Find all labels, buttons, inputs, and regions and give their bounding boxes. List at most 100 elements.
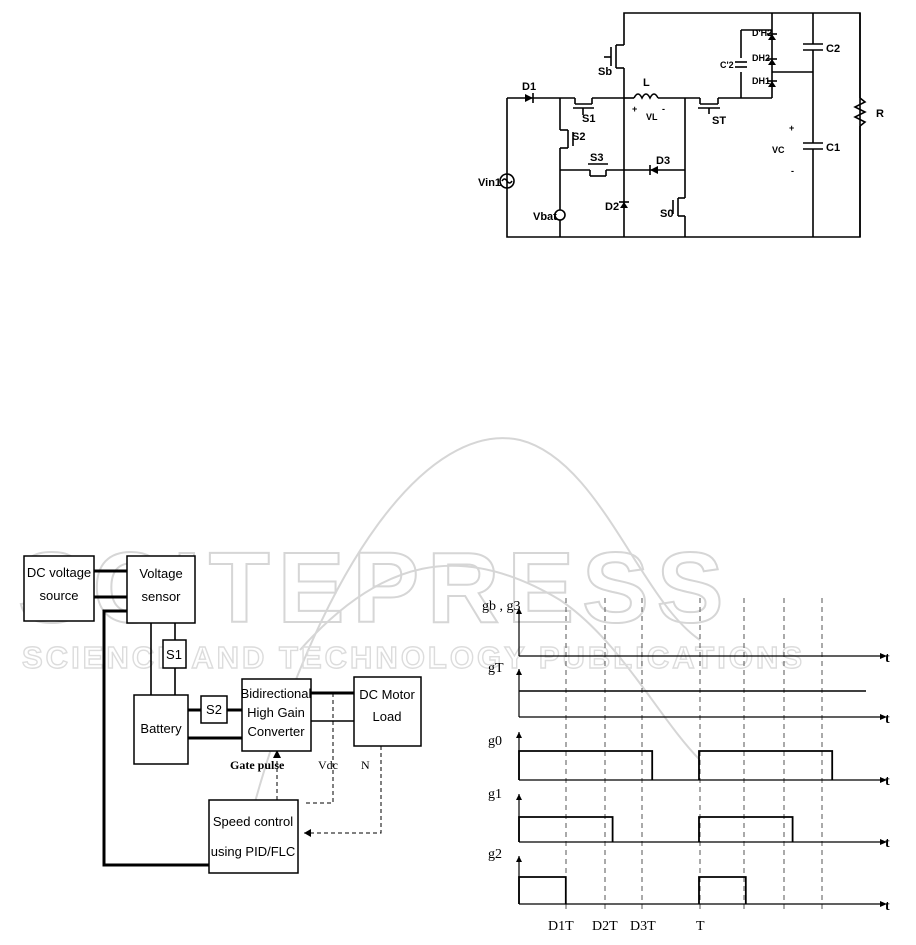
time-arrow-1 [880, 714, 887, 720]
diode-d3 [650, 166, 658, 174]
switch-sb [604, 44, 624, 69]
label-vin1: Vin1 [478, 177, 501, 189]
vdc-label: Vdc [318, 758, 338, 772]
label-c2p: C'2 [720, 60, 734, 70]
label-vc-minus: - [791, 166, 794, 176]
diode-dh1 [768, 81, 776, 87]
switch-s0 [672, 197, 685, 217]
switch-s2-block [200, 695, 228, 724]
signal-label-gt: gT [488, 661, 504, 676]
dc-source-line1: DC voltage [27, 565, 91, 580]
dc-voltage-source-block [23, 555, 95, 622]
label-st: ST [712, 115, 726, 127]
label-s3: S3 [590, 152, 603, 164]
gate-pulse-label: Gate pulse [230, 758, 285, 772]
watermark-subtitle: SCIENCE AND TECHNOLOGY PUBLICATIONS [22, 640, 805, 675]
switch-s3 [588, 163, 608, 177]
resistor-r [853, 97, 867, 127]
tick-d1t: D1T [548, 919, 574, 934]
voltage-sensor-block [126, 555, 196, 624]
switch-s1-label: S1 [166, 647, 182, 662]
source-vin1 [499, 173, 515, 189]
label-sb: Sb [598, 66, 612, 78]
timing-waveforms [518, 690, 866, 904]
converter-line1: Bidirectional [241, 686, 312, 701]
pulse-2-1 [698, 750, 834, 780]
label-vl-plus: + [632, 104, 637, 114]
axis-t-3: t [885, 774, 890, 789]
time-arrow-0 [880, 653, 887, 659]
label-s2: S2 [572, 131, 585, 143]
switch-s2 [560, 129, 574, 149]
label-s1: S1 [582, 113, 595, 125]
pulse-2-0 [518, 750, 654, 780]
motor-line1: DC Motor [359, 687, 415, 702]
tick-t: T [696, 919, 705, 934]
timing-diagram: gb , g3 gT g0 g1 g2 t t t t t D1T D2T D3… [482, 598, 890, 934]
label-vc-plus: + [789, 123, 794, 133]
speed-control-block [208, 799, 299, 874]
speed-n-label: N [361, 758, 370, 772]
battery-label: Battery [140, 721, 182, 736]
time-arrow-3 [880, 839, 887, 845]
switch-s1-block [162, 639, 187, 669]
label-c1: C1 [826, 142, 840, 154]
pulse-4-1 [698, 876, 747, 904]
dc-source-line2: source [39, 588, 78, 603]
voltage-sensor-line1: Voltage [139, 566, 182, 581]
pulse-3-1 [698, 816, 794, 842]
label-d1: D1 [522, 81, 536, 93]
axis-t-5: t [885, 899, 890, 914]
switch-st [698, 98, 720, 114]
inductor-l [633, 93, 659, 100]
label-vc: VC [772, 145, 785, 155]
speed-control-line2: using PID/FLC [211, 844, 296, 859]
diode-dh2p [768, 34, 776, 40]
converter-block [241, 678, 312, 752]
time-arrow-2 [880, 777, 887, 783]
label-s0: S0 [660, 208, 673, 220]
signal-arrow-3 [516, 794, 522, 800]
label-dh2p: D'H2 [752, 28, 772, 38]
speed-control-line1: Speed control [213, 814, 293, 829]
motor-line2: Load [373, 709, 402, 724]
signal-arrow-0 [516, 608, 522, 614]
tick-d3t: D3T [630, 919, 656, 934]
switch-s2-label: S2 [206, 702, 222, 717]
signal-arrow-1 [516, 669, 522, 675]
signal-label-g1: g1 [488, 787, 502, 802]
watermark-title: SCITEPRESS [18, 532, 732, 644]
diode-d2 [620, 202, 628, 208]
label-d2: D2 [605, 201, 619, 213]
label-dh2: DH2 [752, 53, 770, 63]
axis-t-2: t [885, 712, 890, 727]
signal-arrow-2 [516, 732, 522, 738]
pulse-4-0 [518, 876, 567, 904]
switch-s1 [573, 98, 594, 115]
converter-line2: High Gain [247, 705, 305, 720]
label-vbat: Vbat [533, 211, 557, 223]
diode-dh2 [768, 59, 776, 65]
voltage-sensor-line2: sensor [141, 589, 181, 604]
label-d3: D3 [656, 155, 670, 167]
signal-label-gb-g3: gb , g3 [482, 599, 521, 614]
axis-t-4: t [885, 836, 890, 851]
block-diagram: DC voltage source Voltage sensor S1 Batt… [23, 555, 422, 874]
timing-gridlines [565, 598, 823, 912]
label-c2: C2 [826, 43, 840, 55]
signal-label-g0: g0 [488, 734, 502, 749]
label-dh1: DH1 [752, 76, 770, 86]
timing-labels: gb , g3 gT g0 g1 g2 t t t t t D1T D2T D3… [482, 599, 890, 934]
diode-d1 [525, 94, 533, 102]
label-vl: VL [646, 112, 658, 122]
signal-label-g2: g2 [488, 847, 502, 862]
tick-d2t: D2T [592, 919, 618, 934]
dc-motor-load-block [353, 676, 422, 747]
signal-arrow-4 [516, 856, 522, 862]
circuit-diagram: D1 Vin1 S1 Sb L + VL - [478, 12, 884, 238]
time-arrow-4 [880, 901, 887, 907]
label-vl-minus: - [662, 104, 665, 114]
label-l: L [643, 77, 650, 89]
label-r: R [876, 108, 884, 120]
